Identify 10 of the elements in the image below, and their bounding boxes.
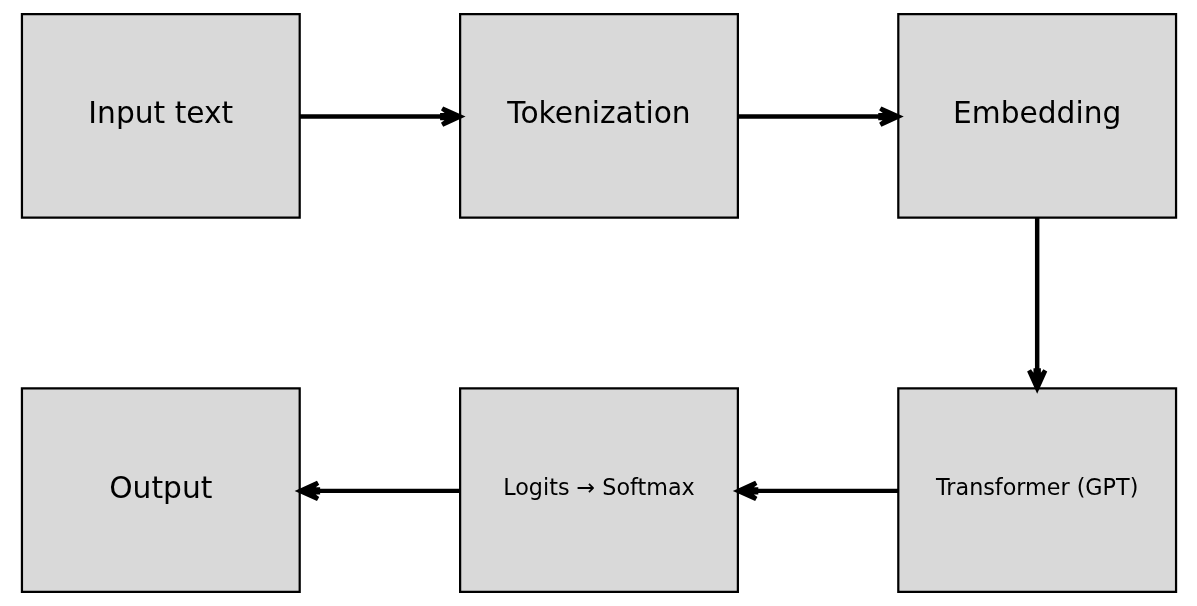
node-box: Logits → Softmax [458,387,739,593]
node-box: Input text [20,13,301,219]
node-box: Output [20,387,301,593]
arrow [737,106,901,127]
node-box: Transformer (GPT) [896,387,1177,593]
arrow [1026,217,1047,391]
arrow [297,480,460,502]
node-box: Tokenization [458,13,739,219]
node-box: Embedding [896,13,1177,219]
arrow [735,480,898,502]
